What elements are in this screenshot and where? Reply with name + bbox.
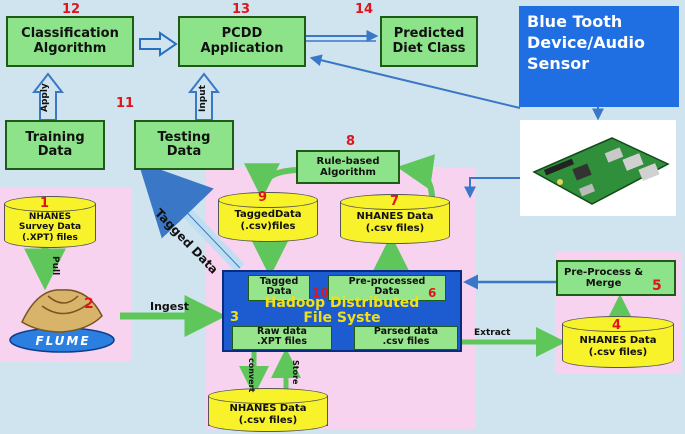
rule-based-algorithm-box: Rule-based Algorithm — [296, 150, 400, 184]
arrow-rule-to-tagged — [244, 163, 297, 200]
nhanes-survey-label: NHANES Survey Data (.XPT) files — [18, 212, 82, 243]
circuit-board-icon — [532, 137, 670, 205]
step-number-2: 2 — [84, 296, 94, 312]
arrow-bluetooth-to-pcdd — [309, 54, 521, 109]
tagged-data-cylinder-label: TaggedData (.csv)files — [234, 209, 302, 232]
sensor-device-image — [520, 120, 676, 216]
predicted-diet-class-box: Predicted Diet Class — [380, 16, 478, 67]
hdfs-tagged-data: Tagged Data — [248, 275, 310, 301]
input-label: Input — [198, 85, 208, 112]
pcdd-label: PCDD Application — [200, 26, 284, 56]
testing-label: Testing Data — [157, 129, 211, 159]
bluetooth-sensor-box: Blue Tooth Device/Audio Sensor — [519, 6, 679, 107]
arrow-device-to-nhanes — [464, 177, 524, 199]
step-number-1: 1 — [40, 196, 50, 211]
nhanes-right-label: NHANES Data (.csv files) — [579, 335, 657, 358]
nhanes-top-label: NHANES Data (.csv files) — [356, 211, 434, 234]
extract-label: Extract — [474, 328, 511, 338]
step-number-7: 7 — [390, 194, 400, 209]
arrow-input — [187, 72, 221, 121]
step-number-10: 10 — [312, 286, 329, 300]
classification-algorithm-box: Classification Algorithm — [6, 16, 134, 67]
nhanes-survey-cylinder: NHANES Survey Data (.XPT) files — [4, 196, 96, 248]
tagged-data-cylinder: TaggedData (.csv)files — [218, 192, 318, 242]
hdfs-raw-data: Raw data .XPT files — [232, 326, 332, 350]
nhanes-bottom-cylinder: NHANES Data (.csv files) — [208, 388, 328, 432]
step-number-3: 3 — [230, 310, 240, 325]
hadoop-hdfs-box: Tagged Data Pre-processed Data Hadoop Di… — [222, 270, 462, 352]
arrow-apply — [31, 72, 65, 121]
preprocess-merge-box: Pre-Process & Merge — [556, 260, 676, 296]
hdfs-title: Hadoop Distributed File Syste — [264, 295, 420, 326]
training-label: Training Data — [25, 129, 85, 159]
step-number-8: 8 — [346, 134, 356, 149]
classification-label: Classification Algorithm — [21, 26, 119, 56]
step-number-14: 14 — [355, 2, 374, 17]
step-number-9: 9 — [258, 190, 268, 205]
step-number-11: 11 — [116, 96, 135, 111]
nhanes-top-cylinder: NHANES Data (.csv files) — [340, 194, 450, 244]
predicted-label: Predicted Diet Class — [392, 26, 466, 56]
nhanes-bottom-label: NHANES Data (.csv files) — [229, 403, 307, 426]
nhanes-right-cylinder: NHANES Data (.csv files) — [562, 316, 674, 368]
step-number-12: 12 — [62, 2, 81, 17]
testing-data-box: Testing Data — [134, 120, 234, 170]
convert-label: convert — [247, 358, 256, 393]
step-number-13: 13 — [232, 2, 251, 17]
hdfs-preprocessed-data: Pre-processed Data — [328, 275, 446, 301]
flume-logo: FLUME — [8, 282, 118, 354]
arrow-classification-to-pcdd — [139, 31, 178, 57]
flume-text: FLUME — [35, 334, 91, 348]
arrow-nhanes-to-rule — [396, 154, 436, 199]
store-label: Store — [291, 360, 300, 385]
step-number-5: 5 — [652, 278, 662, 294]
hdfs-parsed-data: Parsed data .csv files — [354, 326, 458, 350]
ingest-label: Ingest — [150, 300, 190, 313]
pcdd-application-box: PCDD Application — [178, 16, 306, 67]
rule-based-label: Rule-based Algorithm — [316, 156, 380, 178]
step-number-6: 6 — [428, 286, 437, 300]
training-data-box: Training Data — [5, 120, 105, 170]
flume-icon — [9, 289, 115, 353]
pull-label: Pull — [50, 256, 60, 276]
apply-label: Apply — [40, 83, 50, 112]
preprocess-merge-label: Pre-Process & Merge — [564, 267, 644, 289]
step-number-4: 4 — [612, 318, 622, 333]
